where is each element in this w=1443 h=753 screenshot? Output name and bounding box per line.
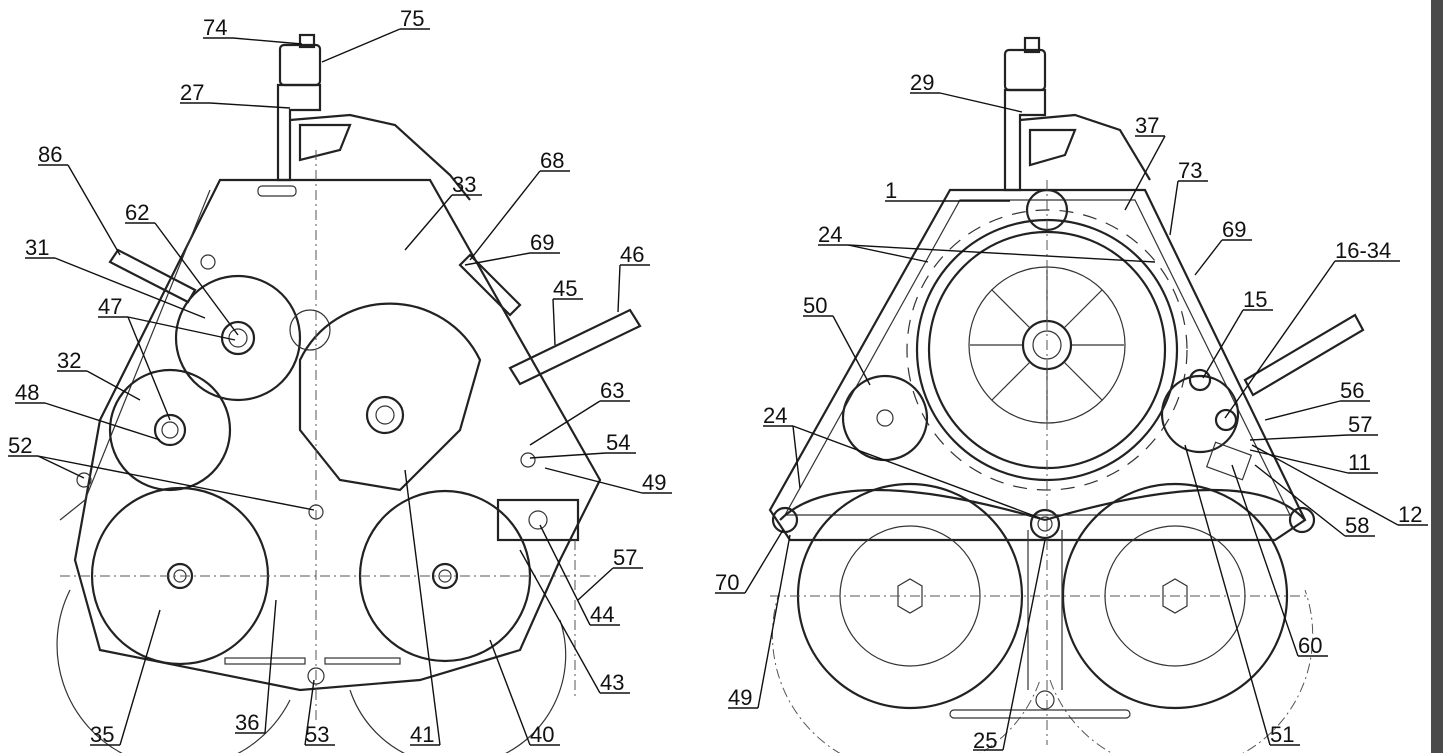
callout-48: 48	[15, 380, 39, 405]
callout-62: 62	[125, 200, 149, 225]
callout-60: 60	[1298, 633, 1322, 658]
callout-labels: 74 75 27 86 62 33 68 69 31 45 46 47	[8, 6, 1428, 753]
callout-46-left: 46	[620, 242, 644, 267]
callout-29: 29	[910, 70, 934, 95]
callout-53: 53	[305, 722, 329, 747]
callout-44: 44	[590, 602, 614, 627]
callout-50: 50	[803, 293, 827, 318]
callout-86: 86	[38, 142, 62, 167]
callout-63: 63	[600, 378, 624, 403]
callout-24-bottom: 24	[763, 403, 787, 428]
callout-33: 33	[452, 172, 476, 197]
callout-40: 40	[530, 722, 554, 747]
callout-31: 31	[25, 235, 49, 260]
callout-12: 12	[1398, 502, 1422, 527]
callout-1: 1	[885, 178, 897, 203]
callout-49-right: 49	[728, 685, 752, 710]
callout-25: 25	[973, 728, 997, 753]
callout-68: 68	[540, 148, 564, 173]
callout-24-top: 24	[818, 222, 842, 247]
callout-41: 41	[410, 722, 434, 747]
callout-74: 74	[203, 15, 227, 40]
callout-70: 70	[715, 570, 739, 595]
callout-45: 45	[553, 276, 577, 301]
callout-32: 32	[57, 348, 81, 373]
callout-57-left: 57	[613, 545, 637, 570]
callout-27: 27	[180, 80, 204, 105]
callout-73: 73	[1178, 158, 1202, 183]
callout-52: 52	[8, 433, 32, 458]
window-edge-bar	[1431, 0, 1443, 753]
callout-54: 54	[606, 430, 630, 455]
callout-69-left: 69	[530, 230, 554, 255]
callout-69-right: 69	[1222, 217, 1246, 242]
callout-36: 36	[235, 710, 259, 735]
callout-37: 37	[1135, 113, 1159, 138]
callout-16-34: 16-34	[1335, 238, 1391, 263]
left-view	[56, 33, 642, 753]
callout-57-right: 57	[1348, 412, 1372, 437]
callout-56: 56	[1340, 378, 1364, 403]
callout-75: 75	[400, 6, 424, 31]
callout-49-left: 49	[642, 470, 666, 495]
callout-11: 11	[1348, 450, 1371, 475]
callout-51: 51	[1270, 722, 1294, 747]
right-view	[768, 36, 1365, 753]
callout-15: 15	[1243, 287, 1267, 312]
callout-47: 47	[98, 294, 122, 319]
callout-58: 58	[1345, 513, 1369, 538]
callout-35: 35	[90, 722, 114, 747]
callout-43: 43	[600, 670, 624, 695]
